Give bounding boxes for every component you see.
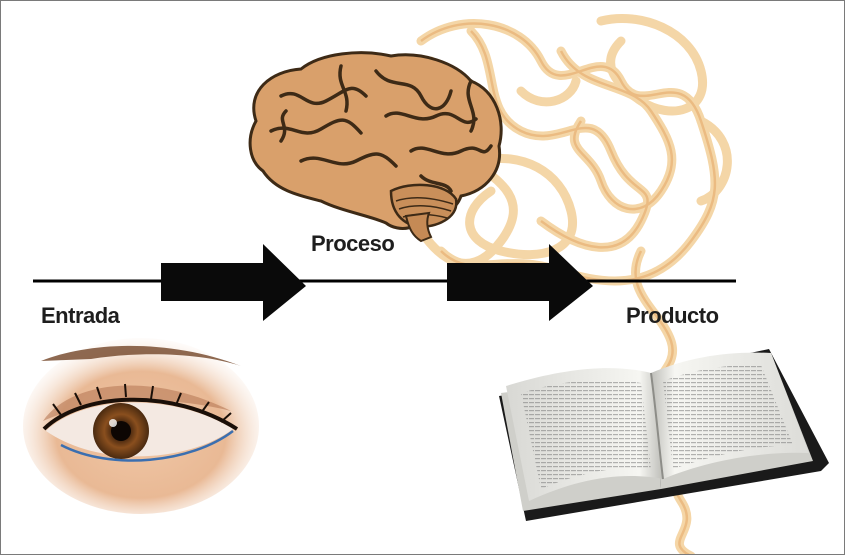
label-output: Producto bbox=[626, 303, 719, 329]
brain-illustration bbox=[250, 53, 501, 241]
book-illustration bbox=[499, 349, 829, 521]
arrow-input-to-process bbox=[161, 244, 306, 321]
label-input: Entrada bbox=[41, 303, 119, 329]
label-process: Proceso bbox=[311, 231, 394, 257]
eye-illustration bbox=[23, 338, 259, 514]
